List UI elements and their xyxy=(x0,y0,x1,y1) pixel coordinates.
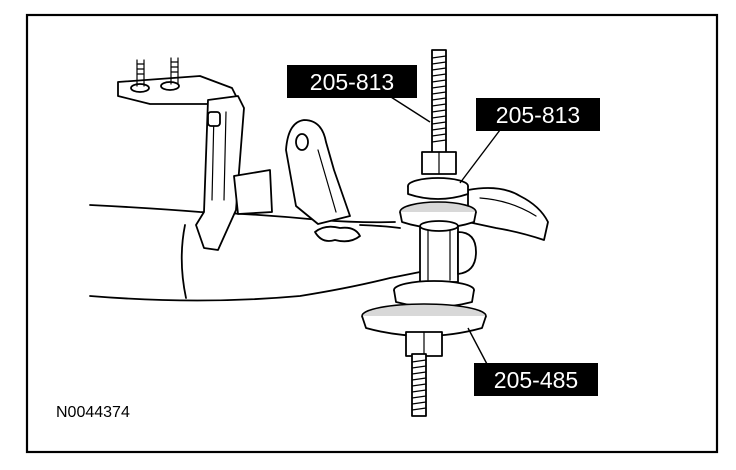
control-arm xyxy=(89,204,421,302)
callout-3-label: 205-485 xyxy=(494,367,578,393)
callout-3: 205-485 xyxy=(474,363,598,396)
callout-2-label: 205-813 xyxy=(496,102,580,128)
leader-callout-3 xyxy=(467,327,489,367)
callout-1-label: 205-813 xyxy=(310,69,394,95)
frame-bracket xyxy=(117,57,351,251)
figure-id: N0044374 xyxy=(56,404,130,421)
callout-1: 205-813 xyxy=(287,65,417,98)
callout-2: 205-813 xyxy=(476,98,600,131)
leader-callout-2 xyxy=(459,129,501,184)
sway-bar-link-assembly xyxy=(361,49,549,417)
